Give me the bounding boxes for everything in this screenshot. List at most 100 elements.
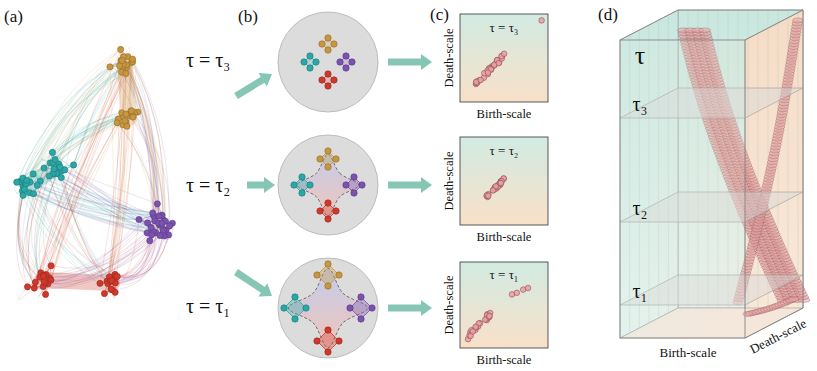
network-edge: [133, 62, 164, 230]
coarse-graining-disc: [307, 182, 313, 188]
network-node: [41, 272, 47, 278]
network-edge: [23, 163, 51, 287]
coarse-graining-disc: [299, 190, 305, 196]
coarse-graining-disc: [278, 258, 378, 358]
network-node: [97, 280, 103, 286]
network-edge: [49, 176, 110, 280]
coarse-graining-disc: [319, 77, 325, 83]
coarse-graining-disc: [303, 305, 309, 311]
network-edge: [33, 174, 111, 289]
network-edge: [54, 65, 127, 174]
network-node: [108, 286, 114, 292]
network-edge: [117, 213, 153, 276]
network-node: [128, 108, 134, 114]
persistence-point: [486, 314, 492, 320]
network-node: [43, 291, 49, 297]
coarse-graining-disc: [278, 135, 378, 235]
plot-title: τ = τ₂: [490, 144, 519, 157]
coarse-graining-disc: [292, 316, 298, 322]
coarse-graining-disc: [301, 59, 307, 65]
network-edge: [23, 49, 121, 195]
axis-title: Death-scale: [443, 29, 456, 88]
network-node: [34, 182, 40, 188]
network-edge: [17, 60, 121, 182]
persistence-diagram: [460, 137, 548, 225]
panel-label: (b): [238, 8, 258, 25]
coarse-graining-disc: [281, 305, 287, 311]
network-node: [130, 114, 136, 120]
persistence-tube: [699, 28, 711, 33]
coarse-graining-disc: [347, 305, 353, 311]
network-node: [31, 285, 37, 291]
coarse-graining-disc: [336, 338, 342, 344]
network-edge: [44, 113, 122, 168]
network-node: [118, 46, 124, 52]
scale-label: τ₁: [632, 281, 647, 301]
network-node: [48, 263, 54, 269]
block-arrow: [388, 300, 432, 316]
network-node: [49, 149, 55, 155]
coarse-graining-disc: [359, 182, 365, 188]
network-edge: [53, 113, 122, 163]
network-edge: [35, 72, 121, 282]
persistence-point: [490, 187, 496, 193]
network-edge: [27, 180, 163, 230]
scale-label: τ = τ₁: [186, 296, 230, 316]
coarse-graining-disc: [333, 208, 339, 214]
coarse-graining-disc: [369, 305, 375, 311]
scale-label: τ₃: [632, 94, 647, 114]
coarse-graining-disc: [325, 200, 331, 206]
network-edge: [51, 60, 121, 280]
network-edge: [25, 72, 122, 184]
network-edge: [109, 66, 123, 276]
coarse-graining-disc: [349, 59, 355, 65]
coarse-graining-disc: [325, 349, 331, 355]
network-node: [46, 173, 52, 179]
persistence-point: [496, 60, 502, 66]
coarse-graining-disc: [325, 216, 331, 222]
coarse-graining-disc: [291, 182, 297, 188]
axis-title: Birth-scale: [659, 346, 716, 359]
axis-title: Birth-scale: [477, 354, 532, 367]
coarse-graining-disc: [307, 53, 313, 59]
coarse-graining-disc: [358, 316, 364, 322]
block-arrow: [388, 177, 432, 193]
network-node: [32, 279, 38, 285]
coarse-graining-disc: [325, 327, 331, 333]
coarse-graining-disc: [325, 261, 331, 267]
coarse-graining-disc: [278, 135, 378, 235]
scale-label: τ₂: [632, 198, 647, 218]
network-edge: [43, 57, 123, 287]
network-node: [21, 186, 27, 192]
network-node: [148, 224, 154, 230]
box-edge: [620, 10, 803, 338]
network-edge: [46, 235, 152, 278]
network-node: [166, 223, 172, 229]
network-node: [122, 118, 128, 124]
network-node: [136, 216, 142, 222]
network-node: [30, 171, 36, 177]
block-arrow: [234, 73, 272, 99]
coarse-graining-disc: [278, 12, 378, 358]
coarse-graining-disc: [314, 272, 320, 278]
persistence-point: [498, 180, 504, 186]
persistence-diagram: [460, 14, 548, 348]
persistence-point: [487, 313, 493, 319]
persistence-point: [501, 51, 507, 57]
axis-title: Death-scale: [443, 152, 456, 211]
persistence-point: [478, 77, 484, 83]
persistence-point: [490, 188, 496, 194]
network-edge: [49, 176, 113, 279]
network-node: [51, 166, 57, 172]
panel-label: (d): [598, 6, 618, 23]
network-edge: [52, 152, 164, 236]
coarse-graining-disc: [278, 12, 378, 112]
network-node: [70, 162, 76, 168]
network-node: [154, 201, 160, 207]
network-node: [156, 213, 162, 219]
coarse-graining-disc: [325, 83, 331, 89]
network-edge: [121, 60, 164, 236]
persistence-tube: [793, 18, 803, 23]
network-edge: [116, 226, 169, 278]
